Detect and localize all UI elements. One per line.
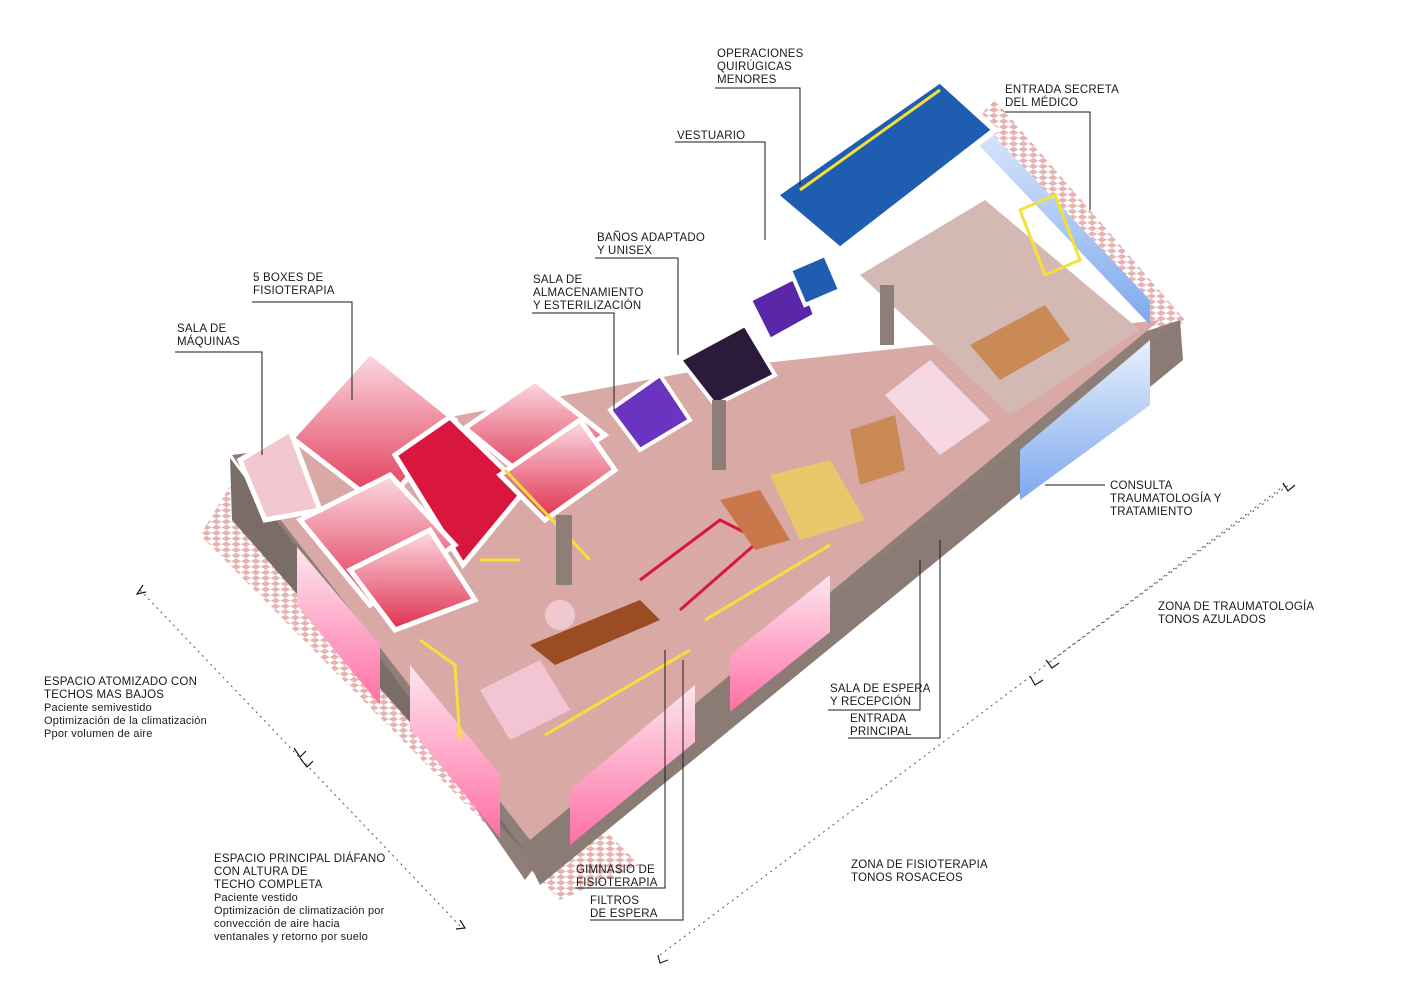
label-line: TONOS ROSACEOS (851, 872, 963, 884)
label-line: TONOS AZULADOS (1158, 614, 1267, 626)
label-line: CONSULTA (1110, 480, 1173, 492)
consultation-area (860, 193, 1140, 455)
label-line: MÁQUINAS (177, 336, 240, 348)
note-espacio-atomizado: ESPACIO ATOMIZADO CON TECHOS MAS BAJOS P… (44, 676, 207, 741)
blue-windows (955, 95, 1150, 500)
label-line: MENORES (717, 74, 777, 86)
label-line: ENTRADA SECRETA (1005, 84, 1119, 96)
note-title-line: TECHOS MAS BAJOS (44, 689, 165, 701)
note-body-line: Paciente semivestido (44, 702, 152, 714)
note-body-line: ventanales y retorno por suelo (214, 931, 368, 943)
label-sala-espera: SALA DE ESPERA Y RECEPCIÓN (830, 683, 931, 709)
label-line: BAÑOS ADAPTADO (597, 232, 706, 244)
label-line: SALA DE ESPERA (830, 683, 931, 695)
label-line: OPERACIONES (717, 48, 804, 60)
label-boxes: 5 BOXES DE FISIOTERAPIA (253, 272, 335, 298)
dimension-lines (139, 483, 1291, 956)
label-line: QUIRÚGICAS (717, 61, 792, 73)
label-consulta: CONSULTA TRAUMATOLOGÍA Y TRATAMIENTO (1110, 480, 1222, 519)
gym-area (480, 415, 905, 740)
label-line: Y RECEPCIÓN (830, 696, 912, 708)
label-line: Y UNISEX (597, 245, 653, 257)
label-maquinas: SALA DE MÁQUINAS (177, 323, 240, 349)
label-vestuario: VESTUARIO (677, 130, 745, 143)
label-line: ENTRADA (850, 713, 907, 725)
label-line: TRAUMATOLOGÍA Y (1110, 493, 1222, 505)
label-line: FILTROS (590, 895, 640, 907)
label-line: ZONA DE FISIOTERAPIA (851, 859, 988, 871)
label-line: TRATAMIENTO (1110, 506, 1193, 518)
note-title-line: ESPACIO PRINCIPAL DIÁFANO (214, 853, 386, 865)
label-filtros: FILTROS DE ESPERA (590, 895, 658, 921)
label-entrada-principal: ENTRADA PRINCIPAL (850, 713, 912, 739)
label-line: DEL MÉDICO (1005, 97, 1079, 109)
label-banos: BAÑOS ADAPTADO Y UNISEX (597, 232, 705, 258)
label-line: PRINCIPAL (850, 726, 912, 738)
label-line: FISIOTERAPIA (576, 877, 658, 889)
label-almacenamiento: SALA DE ALMACENAMIENTO Y ESTERILIZACIÓN (533, 274, 644, 313)
note-body-line: Paciente vestido (214, 892, 298, 904)
label-line: SALA DE (177, 323, 227, 335)
note-title-line: TECHO COMPLETA (214, 879, 323, 891)
label-line: 5 BOXES DE (253, 272, 324, 284)
label-entrada-secreta: ENTRADA SECRETA DEL MÉDICO (1005, 84, 1119, 110)
surgery-room (770, 76, 1000, 254)
columns (556, 285, 894, 585)
label-line: DE ESPERA (590, 908, 658, 920)
label-gimnasio: GIMNASIO DE FISIOTERAPIA (576, 864, 658, 890)
note-body-line: Optimización de climatización por (214, 905, 385, 917)
label-operaciones: OPERACIONES QUIRÚGICAS MENORES (717, 48, 804, 87)
label-line: VESTUARIO (677, 130, 746, 142)
label-line: GIMNASIO DE (576, 864, 655, 876)
note-body-line: convección de aire hacia (214, 918, 340, 930)
label-line: ALMACENAMIENTO (533, 287, 644, 299)
note-body-line: Optimización de la climatización (44, 715, 207, 727)
leader-lines (175, 87, 1105, 921)
note-espacio-diafano: ESPACIO PRINCIPAL DIÁFANO CON ALTURA DE … (214, 853, 386, 944)
note-title-line: CON ALTURA DE (214, 866, 308, 878)
label-line: ZONA DE TRAUMATOLOGÍA (1158, 601, 1315, 613)
label-zona-trauma: ZONA DE TRAUMATOLOGÍA TONOS AZULADOS (1158, 601, 1314, 627)
note-body-line: Ppor volumen de aire (44, 728, 153, 740)
storage-rooms (607, 252, 843, 453)
physio-boxes (236, 348, 619, 633)
label-line: FISIOTERAPIA (253, 285, 335, 297)
label-line: SALA DE (533, 274, 583, 286)
label-zona-fisio: ZONA DE FISIOTERAPIA TONOS ROSACEOS (851, 859, 988, 885)
pink-windows (297, 547, 830, 845)
label-line: Y ESTERILIZACIÓN (533, 300, 642, 312)
note-title-line: ESPACIO ATOMIZADO CON (44, 676, 198, 688)
yellow-railings (419, 468, 831, 741)
arrow-icon (135, 482, 1296, 964)
